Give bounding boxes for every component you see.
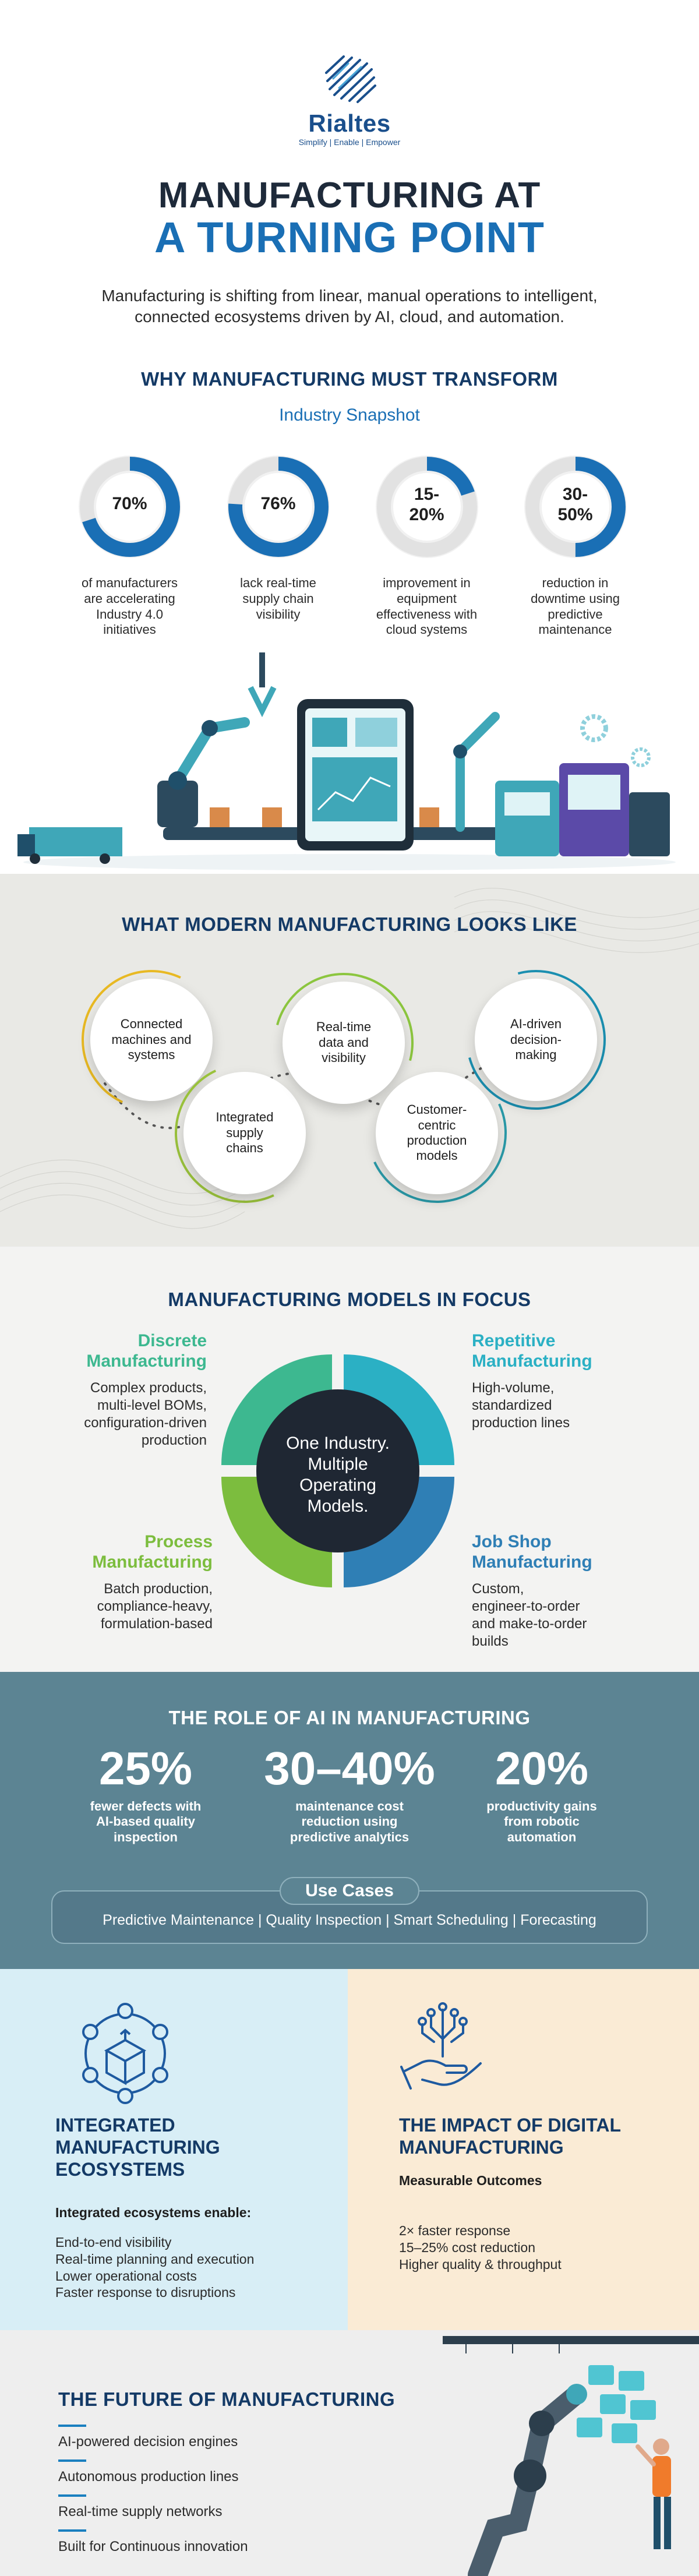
list-item: Autonomous production lines (58, 2469, 239, 2485)
hero-section: Rialtes Simplify | Enable | Empower MANU… (0, 0, 699, 874)
list-item: Built for Continuous innovation (58, 2539, 248, 2554)
list-bullet-bar (58, 2459, 86, 2462)
rialtes-logo-icon (325, 55, 376, 103)
hero-title-line2: A TURNING POINT (154, 213, 545, 262)
list-item: Real-time supply networks (58, 2504, 223, 2519)
use-cases-list: Predictive Maintenance | Quality Inspect… (103, 1912, 596, 1928)
list-item: Faster response to disruptions (55, 2285, 236, 2300)
stat-value: 70% (112, 494, 147, 513)
list-bullet-bar (58, 2425, 86, 2427)
stat-value: 30-50% (557, 485, 593, 524)
models-heading: MANUFACTURING MODELS IN FOCUS (168, 1289, 531, 1310)
industry-snapshot-label: Industry Snapshot (279, 405, 420, 425)
hero-subtitle-line1: Manufacturing is shifting from linear, m… (101, 287, 598, 305)
impact-list: 2× faster response 15–25% cost reduction… (399, 2222, 679, 2272)
use-cases-title: Use Cases (280, 1877, 419, 1905)
ai-role-section: THE ROLE OF AI IN MANUFACTURING 25% fewe… (0, 1672, 699, 1969)
list-item: Lower operational costs (55, 2268, 197, 2284)
impact-subheading: Measurable Outcomes (399, 2173, 542, 2188)
brand-name: Rialtes (308, 110, 391, 137)
eco-subheading: Integrated ecosystems enable: (55, 2205, 252, 2220)
stat-value: 76% (260, 494, 296, 513)
list-bullet-bar (58, 2529, 86, 2532)
modern-manufacturing-section: WHAT MODERN MANUFACTURING LOOKS LIKE Con… (0, 874, 699, 1247)
future-section: THE FUTURE OF MANUFACTURING AI-powered d… (0, 2330, 699, 2576)
robot-arm-illustration (443, 2336, 699, 2576)
models-wheel (221, 1354, 454, 1587)
transform-heading: WHY MANUFACTURING MUST TRANSFORM (141, 368, 558, 390)
wave-lines-decoration (0, 888, 699, 1229)
hero-subtitle-line2: connected ecosystems driven by AI, cloud… (135, 308, 564, 326)
hand-circuit-icon (400, 2002, 482, 2090)
list-item: End-to-end visibility (55, 2235, 172, 2250)
list-item: Real-time planning and execution (55, 2251, 255, 2267)
donut-chart (524, 456, 627, 558)
donut-chart (375, 456, 478, 558)
list-item: AI-powered decision engines (58, 2434, 238, 2450)
list-item: 2× faster response (399, 2223, 511, 2238)
donut-chart (227, 456, 330, 558)
network-box-icon (82, 2003, 168, 2104)
smart-factory-illustration (17, 652, 676, 870)
donut-chart (78, 456, 181, 558)
hero-title-line1: MANUFACTURING AT (158, 175, 541, 216)
stat-value: 15-20% (409, 485, 444, 524)
ai-heading: THE ROLE OF AI IN MANUFACTURING (168, 1707, 531, 1728)
looks-heading: WHAT MODERN MANUFACTURING LOOKS LIKE (122, 913, 577, 935)
models-section: MANUFACTURING MODELS IN FOCUS One Indust… (0, 1247, 699, 1672)
list-item: Higher quality & throughput (399, 2256, 562, 2272)
list-item: 15–25% cost reduction (399, 2239, 535, 2255)
eco-list: End-to-end visibility Real-time planning… (55, 2234, 335, 2301)
future-heading: THE FUTURE OF MANUFACTURING (58, 2388, 396, 2410)
brand-tagline: Simplify | Enable | Empower (298, 137, 401, 147)
list-bullet-bar (58, 2494, 86, 2497)
